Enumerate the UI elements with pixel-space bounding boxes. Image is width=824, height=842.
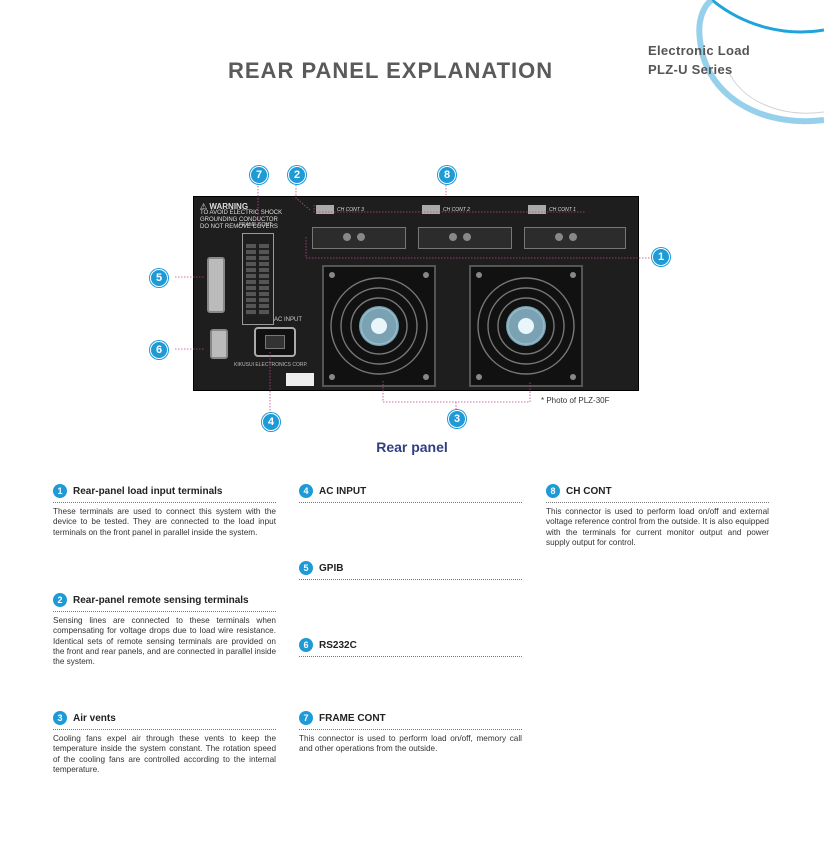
callout-4: 4 [262, 413, 280, 431]
ac-input-label: AC INPUT [274, 317, 303, 323]
item-text: Sensing lines are connected to these ter… [53, 616, 276, 667]
item-number: 3 [53, 711, 67, 725]
page-title: REAR PANEL EXPLANATION [228, 58, 554, 83]
ch-cont-3: CH CONT 3 [316, 205, 364, 214]
item-8: 8 CH CONT This connector is used to perfo… [546, 483, 769, 548]
callout-7: 7 [250, 166, 268, 184]
callout-8: 8 [438, 166, 456, 184]
item-title: Air vents [73, 712, 116, 724]
item-title: RS232C [319, 639, 357, 651]
label-sticker [286, 373, 314, 386]
item-title: CH CONT [566, 485, 612, 497]
item-text: This connector is used to perform load o… [546, 507, 769, 547]
item-text: This connector is used to perform load o… [299, 734, 522, 754]
item-number: 4 [299, 484, 313, 498]
figure-caption: Rear panel [376, 439, 448, 455]
maker-label: KIKUSUI ELECTRONICS CORP. [234, 362, 308, 368]
item-number: 6 [299, 638, 313, 652]
item-title: Rear-panel remote sensing terminals [73, 594, 249, 606]
item-2: 2 Rear-panel remote sensing terminals Sen… [53, 592, 276, 710]
load-terminal-1 [524, 227, 626, 249]
callout-2: 2 [288, 166, 306, 184]
item-number: 2 [53, 593, 67, 607]
item-1: 1 Rear-panel load input terminals These t… [53, 483, 276, 592]
callout-5: 5 [150, 269, 168, 287]
cooling-fan-left [322, 265, 436, 387]
callout-3: 3 [448, 410, 466, 428]
frame-cont-connector: FRAME CONT [239, 222, 274, 325]
rs232c-connector [210, 329, 228, 359]
item-3: 3 Air vents Cooling fans expel air throug… [53, 710, 276, 775]
item-text: Cooling fans expel air through these ven… [53, 734, 276, 774]
item-number: 5 [299, 561, 313, 575]
ch-cont-2: CH CONT 2 [422, 205, 470, 214]
item-number: 8 [546, 484, 560, 498]
series-line2: PLZ-U Series [648, 62, 733, 77]
item-title: AC INPUT [319, 485, 367, 497]
item-4: 4 AC INPUT [299, 483, 522, 560]
load-terminal-3 [312, 227, 406, 249]
item-text: These terminals are used to connect this… [53, 507, 276, 537]
item-title: FRAME CONT [319, 712, 386, 724]
item-title: GPIB [319, 562, 344, 574]
callout-1: 1 [652, 248, 670, 266]
load-terminal-2 [418, 227, 512, 249]
ch-cont-1: CH CONT 1 [528, 205, 576, 214]
item-6: 6 RS232C [299, 637, 522, 710]
series-line1: Electronic Load [648, 43, 751, 58]
item-7: 7 FRAME CONT This connector is used to pe… [299, 710, 522, 755]
item-number: 1 [53, 484, 67, 498]
item-title: Rear-panel load input terminals [73, 485, 223, 497]
cooling-fan-right [469, 265, 583, 387]
ac-inlet [254, 327, 296, 357]
item-5: 5 GPIB [299, 560, 522, 637]
column-right: 8 CH CONT This connector is used to perfo… [546, 483, 769, 548]
series-label: Electronic Load PLZ-U Series [648, 41, 750, 79]
gpib-connector [207, 257, 225, 313]
column-left: 1 Rear-panel load input terminals These t… [53, 483, 276, 775]
callout-6: 6 [150, 341, 168, 359]
column-middle: 4 AC INPUT 5 GPIB 6 RS232C 7 FRAME CONT This… [299, 483, 522, 755]
item-number: 7 [299, 711, 313, 725]
photo-note: * Photo of PLZ-30F [541, 396, 610, 405]
